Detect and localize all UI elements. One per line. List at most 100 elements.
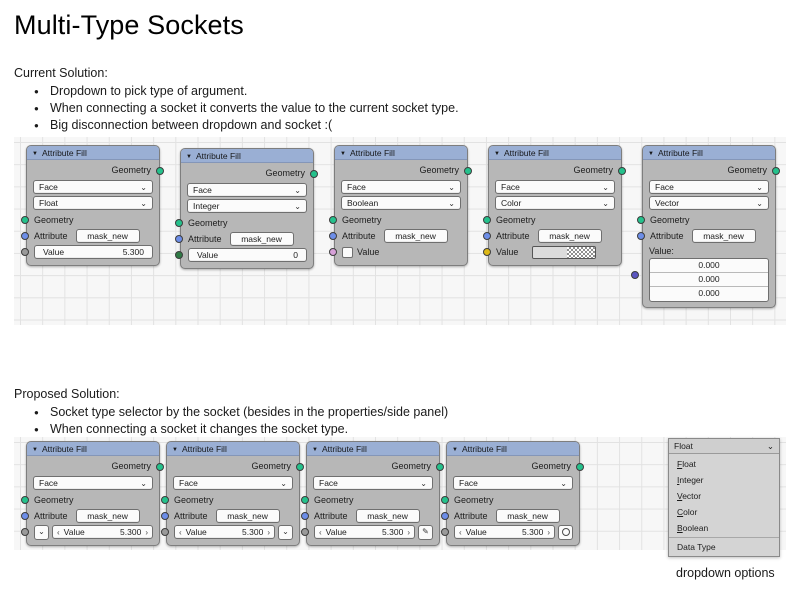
data-type-dropdown[interactable]: Integer ⌄	[187, 199, 307, 213]
socket-dot-attribute-input[interactable]	[441, 512, 449, 520]
value-number-input[interactable]: ‹ Value 5.300 ›	[454, 525, 555, 539]
node-attribute-fill-integer[interactable]: ▼Attribute Fill Geometry Face ⌄ Integer …	[175, 148, 318, 269]
collapse-triangle-icon[interactable]: ▼	[32, 447, 38, 453]
node-proposed-chevron-left[interactable]: ▼Attribute Fill Geometry Face ⌄ Geometry…	[21, 441, 164, 546]
socket-dot-geometry-output[interactable]	[156, 167, 164, 175]
attribute-name-input[interactable]: mask_new	[75, 509, 140, 523]
dropdown-option-boolean[interactable]: Boolean	[677, 523, 709, 533]
vector-component-x[interactable]: 0.000	[650, 259, 768, 273]
attribute-name-input[interactable]: mask_new	[537, 229, 602, 243]
value-number-input[interactable]: Value 0	[188, 248, 307, 262]
socket-dot-geometry-output[interactable]	[464, 167, 472, 175]
socket-dot-geometry-input[interactable]	[21, 216, 29, 224]
socket-dot-value-input[interactable]	[21, 248, 29, 256]
domain-dropdown[interactable]: Face ⌄	[313, 476, 433, 490]
value-vector-input[interactable]: 0.000 0.000 0.000	[649, 258, 769, 302]
value-number-input[interactable]: ‹ Value 5.300 ›	[174, 525, 275, 539]
socket-type-selector-chevron-icon[interactable]: ⌄	[34, 524, 49, 540]
collapse-triangle-icon[interactable]: ▼	[494, 151, 500, 157]
socket-type-selector-chevron-icon[interactable]: ⌄	[278, 524, 293, 540]
socket-dot-value-input[interactable]	[483, 248, 491, 256]
collapse-triangle-icon[interactable]: ▼	[340, 151, 346, 157]
node-header[interactable]: ▼Attribute Fill	[181, 149, 313, 163]
socket-dot-attribute-input[interactable]	[301, 512, 309, 520]
node-attribute-fill-boolean[interactable]: ▼Attribute Fill Geometry Face ⌄ Boolean …	[329, 145, 472, 266]
collapse-triangle-icon[interactable]: ▼	[452, 447, 458, 453]
node-proposed-chevron-right[interactable]: ▼Attribute Fill Geometry Face ⌄ Geometry…	[161, 441, 304, 546]
vector-component-y[interactable]: 0.000	[650, 273, 768, 287]
node-attribute-fill-vector[interactable]: ▼Attribute Fill Geometry Face ⌄ Vector ⌄…	[631, 145, 780, 308]
node-proposed-circle[interactable]: ▼Attribute Fill Geometry Face ⌄ Geometry…	[441, 441, 584, 546]
collapse-triangle-icon[interactable]: ▼	[172, 447, 178, 453]
domain-dropdown[interactable]: Face ⌄	[173, 476, 293, 490]
attribute-name-input[interactable]: mask_new	[691, 229, 756, 243]
node-attribute-fill-color[interactable]: ▼Attribute Fill Geometry Face ⌄ Color ⌄ …	[483, 145, 626, 266]
value-number-input[interactable]: ‹ Value 5.300 ›	[52, 525, 153, 539]
socket-dot-geometry-output[interactable]	[310, 170, 318, 178]
node-header[interactable]: ▼Attribute Fill	[489, 146, 621, 160]
dropdown-selected-row[interactable]: Float ⌄	[669, 439, 779, 454]
attribute-name-input[interactable]: mask_new	[75, 229, 140, 243]
node-header[interactable]: ▼Attribute Fill	[447, 442, 579, 456]
value-number-input[interactable]: Value 5.300	[34, 245, 153, 259]
socket-dot-geometry-output[interactable]	[576, 463, 584, 471]
value-number-input[interactable]: ‹ Value 5.300 ›	[314, 525, 415, 539]
socket-dot-geometry-input[interactable]	[637, 216, 645, 224]
socket-dot-value-input[interactable]	[175, 251, 183, 259]
socket-dot-attribute-input[interactable]	[637, 232, 645, 240]
node-attribute-fill-float[interactable]: ▼Attribute Fill Geometry Face ⌄ Float ⌄ …	[21, 145, 164, 266]
socket-dot-value-input[interactable]	[631, 271, 639, 279]
domain-dropdown[interactable]: Face ⌄	[453, 476, 573, 490]
value-color-swatch[interactable]	[532, 245, 597, 259]
socket-dot-geometry-input[interactable]	[21, 496, 29, 504]
dropdown-option-vector[interactable]: Vector	[677, 491, 702, 501]
attribute-name-input[interactable]: mask_new	[215, 509, 280, 523]
domain-dropdown[interactable]: Face ⌄	[649, 180, 769, 194]
decrement-arrow-icon[interactable]: ‹	[459, 527, 462, 537]
data-type-dropdown[interactable]: Boolean ⌄	[341, 196, 461, 210]
dropdown-option-integer[interactable]: Integer	[677, 475, 704, 485]
attribute-name-input[interactable]: mask_new	[355, 509, 420, 523]
socket-dot-value-input[interactable]	[329, 248, 337, 256]
socket-dot-geometry-output[interactable]	[156, 463, 164, 471]
socket-type-selector-pencil-icon[interactable]: ✎	[418, 524, 433, 540]
attribute-name-input[interactable]: mask_new	[495, 509, 560, 523]
collapse-triangle-icon[interactable]: ▼	[186, 154, 192, 160]
socket-dot-value-input[interactable]	[161, 528, 169, 536]
domain-dropdown[interactable]: Face ⌄	[341, 180, 461, 194]
attribute-name-input[interactable]: mask_new	[229, 232, 294, 246]
data-type-dropdown[interactable]: Float ⌄	[33, 196, 153, 210]
data-type-dropdown[interactable]: Vector ⌄	[649, 196, 769, 210]
socket-dot-geometry-output[interactable]	[772, 167, 780, 175]
socket-dot-geometry-output[interactable]	[618, 167, 626, 175]
socket-dot-geometry-input[interactable]	[301, 496, 309, 504]
data-type-dropdown-menu[interactable]: Float ⌄ Float Integer Vector Color Boole…	[668, 438, 780, 557]
socket-dot-value-input[interactable]	[301, 528, 309, 536]
collapse-triangle-icon[interactable]: ▼	[32, 151, 38, 157]
domain-dropdown[interactable]: Face ⌄	[33, 476, 153, 490]
socket-type-selector-circle-button[interactable]	[558, 524, 573, 540]
dropdown-option-color[interactable]: Color	[677, 507, 698, 517]
collapse-triangle-icon[interactable]: ▼	[648, 151, 654, 157]
node-header[interactable]: ▼Attribute Fill	[643, 146, 775, 160]
decrement-arrow-icon[interactable]: ‹	[179, 527, 182, 537]
increment-arrow-icon[interactable]: ›	[547, 527, 550, 537]
socket-dot-geometry-input[interactable]	[483, 216, 491, 224]
socket-dot-geometry-output[interactable]	[436, 463, 444, 471]
collapse-triangle-icon[interactable]: ▼	[312, 447, 318, 453]
value-checkbox[interactable]	[342, 246, 353, 258]
socket-dot-attribute-input[interactable]	[21, 512, 29, 520]
node-editor-canvas-proposed[interactable]: ▼Attribute Fill Geometry Face ⌄ Geometry…	[14, 437, 786, 550]
dropdown-footer-data-type[interactable]: Data Type	[677, 542, 716, 552]
attribute-name-input[interactable]: mask_new	[383, 229, 448, 243]
socket-dot-geometry-output[interactable]	[296, 463, 304, 471]
domain-dropdown[interactable]: Face ⌄	[33, 180, 153, 194]
socket-dot-attribute-input[interactable]	[483, 232, 491, 240]
node-header[interactable]: ▼Attribute Fill	[335, 146, 467, 160]
socket-dot-attribute-input[interactable]	[21, 232, 29, 240]
socket-dot-geometry-input[interactable]	[161, 496, 169, 504]
node-header[interactable]: ▼Attribute Fill	[27, 442, 159, 456]
domain-dropdown[interactable]: Face ⌄	[187, 183, 307, 197]
increment-arrow-icon[interactable]: ›	[407, 527, 410, 537]
increment-arrow-icon[interactable]: ›	[267, 527, 270, 537]
